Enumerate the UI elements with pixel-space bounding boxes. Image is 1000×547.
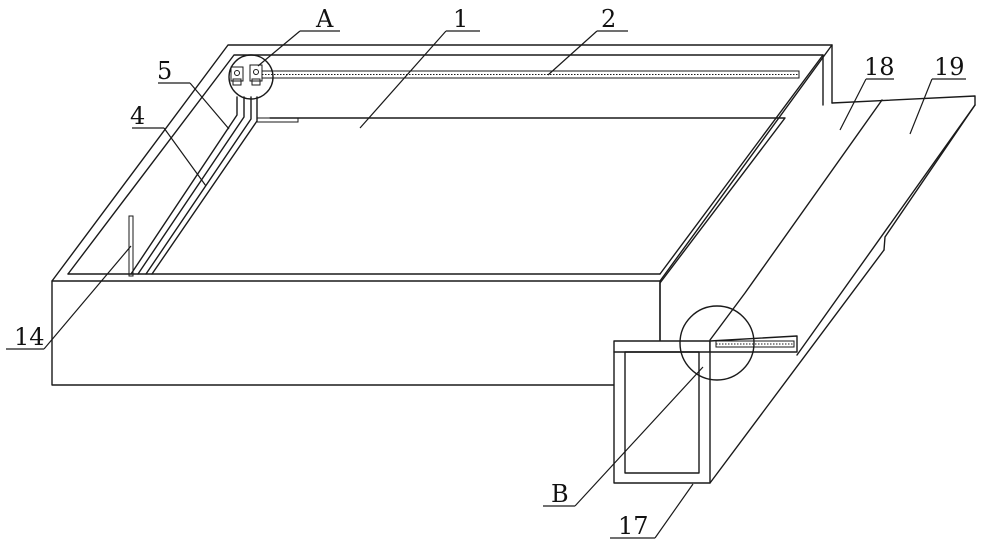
detail-b-circle [679, 305, 755, 381]
leader-18 [839, 78, 894, 131]
leader-19 [909, 78, 966, 135]
outer-rim [51, 44, 833, 282]
label-b: B [551, 480, 569, 508]
leader-14 [6, 245, 132, 350]
a-foot-right [251, 78, 261, 86]
rod-14-body [128, 215, 134, 277]
a-bolt-right [253, 69, 259, 75]
inner-rim [67, 54, 824, 275]
leader-b [543, 366, 704, 507]
leader-4 [132, 127, 207, 187]
rail-4-inner [151, 96, 258, 275]
rod-14 [128, 215, 134, 277]
leader-1 [359, 30, 480, 129]
label-1: 1 [453, 5, 468, 33]
rail-5-outer [130, 96, 238, 275]
label-14: 14 [14, 323, 45, 351]
leader-a [257, 30, 340, 67]
small-bracket [257, 117, 299, 123]
label-17: 17 [618, 512, 649, 540]
leader-2 [547, 30, 628, 76]
rail-4-line [145, 96, 252, 275]
a-block-right [249, 64, 263, 82]
label-18: 18 [864, 53, 895, 81]
label-2: 2 [601, 5, 616, 33]
tray-box [51, 44, 833, 386]
chute-top-outline [831, 95, 976, 251]
reference-labels: A 1 2 5 4 18 19 14 B 17 [14, 5, 965, 540]
chute-18-19 [709, 95, 976, 484]
chute-divider [709, 99, 883, 341]
front-wall [51, 280, 661, 386]
chute-lower-edge [796, 104, 976, 356]
a-bolt-left [234, 70, 240, 76]
label-5: 5 [157, 57, 172, 85]
right-rim-edge [659, 44, 833, 282]
leader-lines [6, 30, 966, 539]
rail-2 [261, 70, 800, 79]
rail-5-inner [137, 96, 245, 275]
chute-under-edge [709, 249, 885, 484]
floor-back-edge [269, 117, 786, 284]
a-block-left [230, 66, 244, 82]
detail-b [679, 305, 798, 381]
detail-a [228, 54, 274, 100]
rail-4-5 [130, 96, 299, 275]
label-19: 19 [934, 53, 965, 81]
label-4: 4 [130, 102, 145, 130]
leader-5 [158, 82, 230, 130]
inner-right-edge [659, 54, 824, 275]
leader-17 [610, 483, 694, 539]
label-a: A [315, 5, 334, 33]
detail-a-circle [228, 54, 274, 100]
a-foot-left [232, 78, 242, 86]
